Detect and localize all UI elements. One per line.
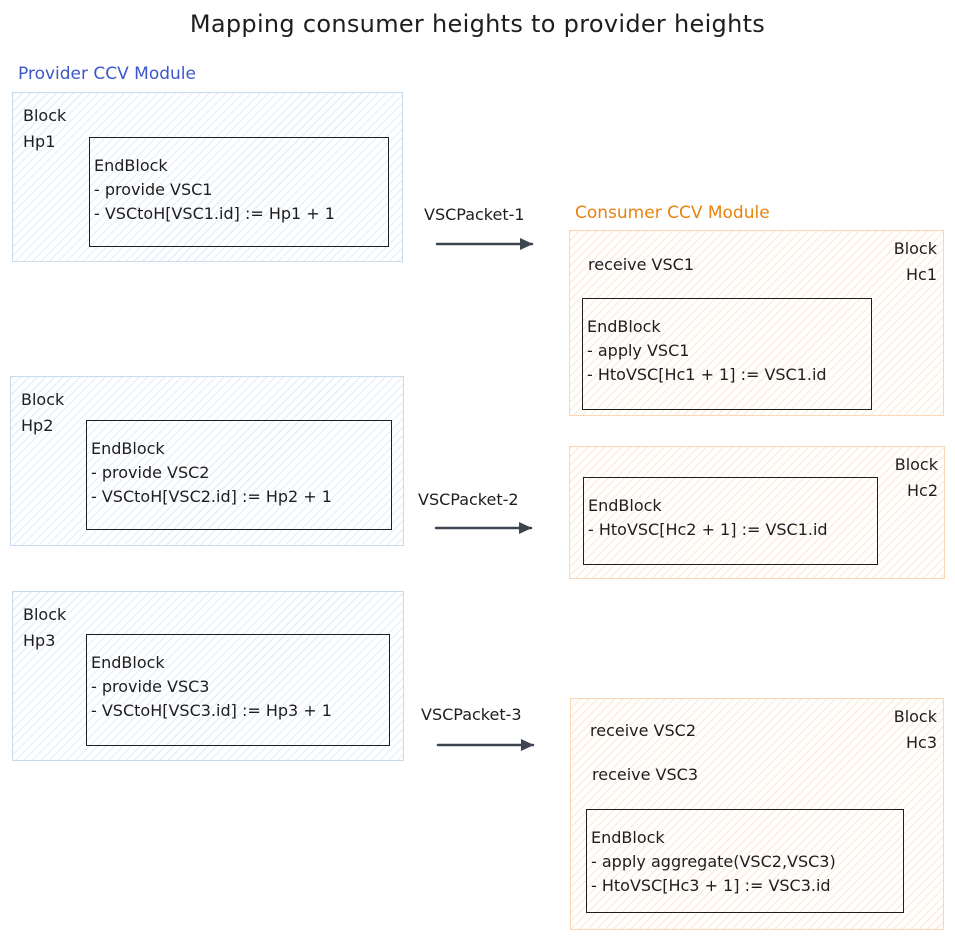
endblock-line: - apply aggregate(VSC2,VSC3)	[591, 852, 836, 871]
endblock-box: EndBlock - apply VSC1 - HtoVSC[Hc1 + 1] …	[582, 298, 872, 410]
endblock-line: - provide VSC3	[91, 677, 210, 696]
block-label: Block Hc1	[893, 239, 937, 284]
receive-text: receive VSC2	[590, 721, 697, 740]
diagram-title: Mapping consumer heights to provider hei…	[189, 10, 766, 38]
endblock-line: - VSCtoH[VSC3.id] := Hp3 + 1	[91, 701, 332, 720]
packet-label-2: VSCPacket-2	[418, 490, 519, 509]
block-label: Block Hc2	[894, 455, 938, 500]
endblock-line: EndBlock	[588, 496, 662, 515]
endblock-line: - VSCtoH[VSC1.id] := Hp1 + 1	[94, 204, 335, 223]
packet-label-1: VSCPacket-1	[424, 205, 525, 224]
endblock-box: EndBlock - provide VSC2 - VSCtoH[VSC2.id…	[86, 420, 392, 530]
endblock-line: - HtoVSC[Hc1 + 1] := VSC1.id	[587, 365, 827, 384]
endblock-line: - HtoVSC[Hc3 + 1] := VSC3.id	[591, 876, 831, 895]
packet-label-3: VSCPacket-3	[421, 705, 522, 724]
block-label: Block Hp3	[23, 605, 67, 650]
arrow-icon	[436, 739, 535, 751]
endblock-line: - provide VSC2	[91, 463, 210, 482]
consumer-block-hc2: Block Hc2 EndBlock - HtoVSC[Hc2 + 1] := …	[569, 446, 945, 579]
endblock-line: EndBlock	[94, 156, 168, 175]
provider-module-label: Provider CCV Module	[18, 64, 196, 84]
block-label: Block Hc3	[893, 707, 937, 752]
endblock-box: EndBlock - apply aggregate(VSC2,VSC3) - …	[586, 809, 904, 913]
consumer-module-label: Consumer CCV Module	[575, 203, 770, 223]
endblock-box: EndBlock - HtoVSC[Hc2 + 1] := VSC1.id	[583, 477, 878, 565]
block-label: Block Hp1	[23, 106, 67, 151]
consumer-block-hc3: Block Hc3 receive VSC2 receive VSC3 EndB…	[570, 698, 944, 930]
endblock-line: - HtoVSC[Hc2 + 1] := VSC1.id	[588, 520, 828, 539]
endblock-box: EndBlock - provide VSC3 - VSCtoH[VSC3.id…	[86, 634, 390, 746]
arrow-icon	[435, 238, 534, 250]
endblock-line: - VSCtoH[VSC2.id] := Hp2 + 1	[91, 487, 332, 506]
endblock-line: - provide VSC1	[94, 180, 213, 199]
endblock-line: EndBlock	[91, 653, 165, 672]
block-label: Block Hp2	[21, 390, 65, 435]
provider-block-hp2: Block Hp2 EndBlock - provide VSC2 - VSCt…	[10, 376, 404, 546]
endblock-line: EndBlock	[591, 828, 665, 847]
endblock-line: - apply VSC1	[587, 341, 690, 360]
endblock-line: EndBlock	[587, 317, 661, 336]
receive-text: receive VSC1	[588, 255, 695, 274]
provider-block-hp1: Block Hp1 EndBlock - provide VSC1 - VSCt…	[12, 92, 403, 262]
endblock-box: EndBlock - provide VSC1 - VSCtoH[VSC1.id…	[89, 137, 389, 247]
consumer-block-hc1: Block Hc1 receive VSC1 EndBlock - apply …	[569, 230, 944, 416]
receive-text: receive VSC3	[592, 765, 699, 784]
arrow-icon	[434, 522, 533, 534]
provider-block-hp3: Block Hp3 EndBlock - provide VSC3 - VSCt…	[12, 591, 404, 761]
endblock-line: EndBlock	[91, 439, 165, 458]
